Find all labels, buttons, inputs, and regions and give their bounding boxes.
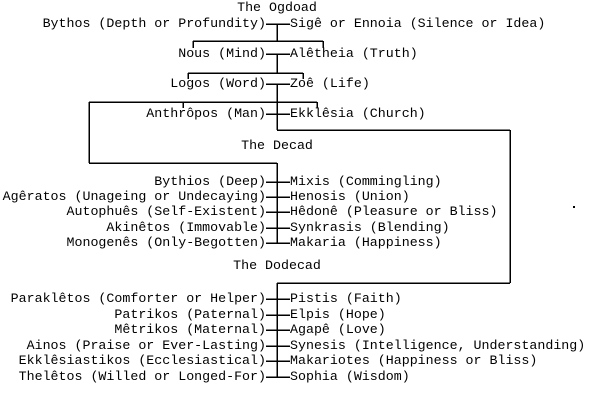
aeon-name: Makariotes (Happiness or Bliss)	[290, 353, 538, 368]
aeon-name: Pistis (Faith)	[290, 291, 402, 306]
aeon-name: Bythios (Deep)	[154, 174, 266, 189]
aeon-name: Monogenês (Only-Begotten)	[66, 235, 267, 250]
aeon-name: Nous (Mind)	[178, 46, 266, 61]
aeon-name: Akinêtos (Immovable)	[106, 220, 266, 235]
aeon-name: Bythos (Depth or Profundity)	[42, 16, 266, 31]
couple-dashes	[266, 23, 290, 378]
aeon-name: Autophuês (Self-Existent)	[66, 204, 267, 219]
aeon-name: Anthrôpos (Man)	[146, 106, 266, 121]
aeon-name: Hêdonê (Pleasure or Bliss)	[290, 204, 498, 219]
aeon-name: Henosis (Union)	[290, 189, 410, 204]
section-title-dodecad: The Dodecad	[233, 258, 321, 273]
aeon-name: Agapê (Love)	[290, 322, 386, 337]
aeon-name: Patrikos (Paternal)	[114, 307, 266, 322]
aeon-name: Thelêtos (Willed or Longed-For)	[18, 369, 266, 384]
aeon-name: Elpis (Hope)	[290, 307, 386, 322]
aeon-name: Logos (Word)	[170, 76, 266, 91]
aeon-name: Sophia (Wisdom)	[290, 369, 410, 384]
aeon-name: Ainos (Praise or Ever-Lasting)	[26, 338, 266, 353]
aeon-name: Makaria (Happiness)	[290, 235, 442, 250]
section-title-ogdoad: The Ogdoad	[237, 0, 317, 15]
aeon-name: Agêratos (Unageing or Undecaying)	[2, 189, 266, 204]
aeon-name: Zoê (Life)	[290, 76, 370, 91]
aeon-name: Synkrasis (Blending)	[290, 220, 450, 235]
aeon-name: Synesis (Intelligence, Understanding)	[290, 338, 586, 353]
aeon-name: Paraklêtos (Comforter or Helper)	[10, 291, 266, 306]
aeon-name: Ekklêsia (Church)	[290, 106, 426, 121]
aeon-name: Mêtrikos (Maternal)	[114, 322, 266, 337]
aeon-name: Alêtheia (Truth)	[290, 46, 418, 61]
aeon-name: Sigê or Ennoia (Silence or Idea)	[290, 16, 546, 31]
aeon-name: Mixis (Commingling)	[290, 174, 442, 189]
aeon-name: Ekklêsiastikos (Ecclesiastical)	[18, 353, 266, 368]
stray-dot	[573, 206, 575, 208]
section-title-decad: The Decad	[241, 138, 313, 153]
generation-brackets	[88, 24, 511, 377]
